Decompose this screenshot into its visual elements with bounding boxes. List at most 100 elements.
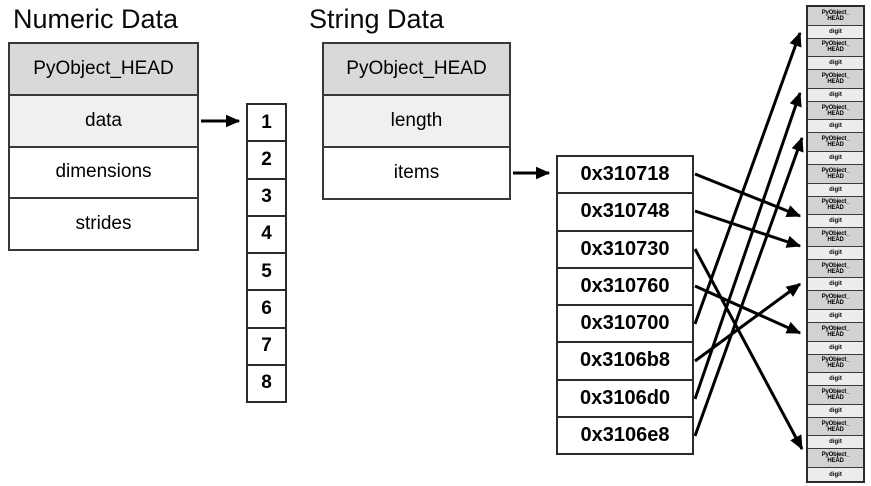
numeric-struct-row-strides: strides	[10, 199, 197, 249]
memory-object-value-cell: digit	[808, 215, 863, 229]
memory-object-6: PyObject_ HEAD digit	[808, 164, 863, 197]
memory-object-head-cell: PyObject_ HEAD	[808, 164, 863, 184]
pyobject-head-label-line1: PyObject_	[821, 420, 850, 427]
numeric-buffer-cell-7: 7	[248, 328, 285, 366]
memory-object-head-cell: PyObject_ HEAD	[808, 449, 863, 469]
memory-object-head-cell: PyObject_ HEAD	[808, 196, 863, 216]
numeric-buffer-cell-8: 8	[248, 365, 285, 401]
memory-object-value-cell: digit	[808, 88, 863, 102]
pyobject-head-label-line2: HEAD	[827, 363, 844, 370]
address-cell-6: 0x3106b8	[558, 343, 692, 381]
arrow-ptr-0x3106e8	[693, 136, 804, 437]
memory-object-head-cell: PyObject_ HEAD	[808, 70, 863, 89]
memory-object-7: PyObject_ HEAD digit	[808, 196, 863, 229]
numeric-buffer-cell-4: 4	[248, 216, 285, 254]
address-cell-7: 0x3106d0	[558, 380, 692, 418]
pyobject-head-label-line2: HEAD	[827, 300, 844, 307]
memory-object-3: PyObject_ HEAD digit	[808, 70, 863, 102]
arrow-ptr-0x3106d0	[693, 91, 802, 400]
pyobject-head-label-line1: PyObject_	[821, 262, 850, 269]
memory-object-12: PyObject_ HEAD digit	[808, 354, 863, 387]
pyobject-head-label-line1: PyObject_	[821, 136, 850, 143]
pyobject-head-label-line2: HEAD	[827, 78, 844, 85]
address-cell-2: 0x310748	[558, 194, 692, 232]
memory-object-head-cell: PyObject_ HEAD	[808, 259, 863, 279]
memory-object-value-cell: digit	[808, 341, 863, 355]
memory-object-value-cell: digit	[808, 468, 863, 481]
pyobject-head-label-line2: HEAD	[827, 236, 844, 243]
numeric-buffer-cell-2: 2	[248, 142, 285, 180]
numeric-buffer-cell-3: 3	[248, 179, 285, 217]
pyobject-head-label-line2: HEAD	[827, 15, 844, 22]
memory-object-15: PyObject_ HEAD digit	[808, 449, 863, 481]
memory-object-head-cell: PyObject_ HEAD	[808, 101, 863, 121]
pyobject-head-label-line2: HEAD	[827, 142, 844, 149]
numeric-data-title: Numeric Data	[13, 4, 179, 34]
memory-object-head-cell: PyObject_ HEAD	[808, 38, 863, 58]
pyobject-head-label-line1: PyObject_	[821, 41, 850, 48]
address-cell-5: 0x310700	[558, 306, 692, 344]
numeric-struct-row-data: data	[10, 95, 197, 148]
string-struct-row-items: items	[324, 148, 509, 198]
memory-object-2: PyObject_ HEAD digit	[808, 38, 863, 71]
pyobject-head-label-line1: PyObject_	[821, 230, 850, 237]
memory-object-head-cell: PyObject_ HEAD	[808, 7, 863, 26]
memory-object-head-cell: PyObject_ HEAD	[808, 417, 863, 437]
pyobject-head-label-line2: HEAD	[827, 394, 844, 401]
pyobject-head-label-line1: PyObject_	[821, 357, 850, 364]
memory-object-value-cell: digit	[808, 373, 863, 387]
memory-object-head-cell: PyObject_ HEAD	[808, 133, 863, 152]
pyobject-head-label-line1: PyObject_	[821, 388, 850, 395]
arrow-ptr-0x310760	[694, 284, 802, 335]
memory-object-4: PyObject_ HEAD digit	[808, 101, 863, 134]
memory-object-14: PyObject_ HEAD digit	[808, 417, 863, 450]
numeric-buffer-cell-1: 1	[248, 105, 285, 143]
address-cell-1: 0x310718	[558, 157, 692, 195]
memory-object-value-cell: digit	[808, 278, 863, 292]
memory-object-head-cell: PyObject_ HEAD	[808, 354, 863, 374]
string-data-title: String Data	[309, 4, 445, 34]
address-cell-8: 0x3106e8	[558, 417, 692, 453]
memory-object-head-cell: PyObject_ HEAD	[808, 291, 863, 310]
scattered-memory-column: PyObject_ HEAD digit PyObject_ HEAD digi…	[806, 5, 865, 483]
pyobject-head-label-line1: PyObject_	[821, 167, 850, 174]
numeric-struct-row-pyobject-head: PyObject_HEAD	[10, 44, 197, 96]
pyobject-head-label-line2: HEAD	[827, 426, 844, 433]
pyobject-head-label-line2: HEAD	[827, 268, 844, 275]
memory-object-value-cell: digit	[808, 183, 863, 197]
pyobject-head-label-line1: PyObject_	[821, 325, 850, 332]
memory-object-value-cell: digit	[808, 404, 863, 418]
arrow-ptr-0x310730	[693, 248, 804, 451]
string-struct-row-pyobject-head: PyObject_HEAD	[324, 44, 509, 96]
pyobject-head-label-line1: PyObject_	[821, 199, 850, 206]
arrow-ptr-0x310748	[694, 209, 802, 248]
memory-object-11: PyObject_ HEAD digit	[808, 322, 863, 355]
arrow-ptr-0x310700	[693, 31, 802, 325]
pyobject-head-label-line1: PyObject_	[821, 104, 850, 111]
memory-object-head-cell: PyObject_ HEAD	[808, 228, 863, 247]
numeric-buffer-cell-6: 6	[248, 291, 285, 329]
memory-object-5: PyObject_ HEAD digit	[808, 133, 863, 165]
memory-object-value-cell: digit	[808, 120, 863, 134]
arrow-ptr-0x310718	[694, 172, 802, 218]
pyobject-head-label-line1: PyObject_	[821, 452, 850, 459]
numeric-buffer-cell-5: 5	[248, 254, 285, 292]
string-struct-box: PyObject_HEAD length items	[322, 42, 511, 200]
memory-object-head-cell: PyObject_ HEAD	[808, 322, 863, 342]
numeric-struct-row-dimensions: dimensions	[10, 147, 197, 200]
pyobject-head-label-line2: HEAD	[827, 331, 844, 338]
pyobject-head-label-line1: PyObject_	[821, 294, 850, 301]
pyobject-head-label-line1: PyObject_	[821, 9, 850, 16]
memory-object-10: PyObject_ HEAD digit	[808, 291, 863, 323]
numeric-struct-box: PyObject_HEAD data dimensions strides	[8, 42, 199, 251]
memory-object-13: PyObject_ HEAD digit	[808, 386, 863, 418]
pyobject-head-label-line2: HEAD	[827, 205, 844, 212]
address-cell-3: 0x310730	[558, 231, 692, 269]
pyobject-head-label-line2: HEAD	[827, 173, 844, 180]
arrow-ptr-0x3106b8	[694, 282, 801, 363]
memory-object-value-cell: digit	[808, 25, 863, 39]
pyobject-head-label-line2: HEAD	[827, 47, 844, 54]
